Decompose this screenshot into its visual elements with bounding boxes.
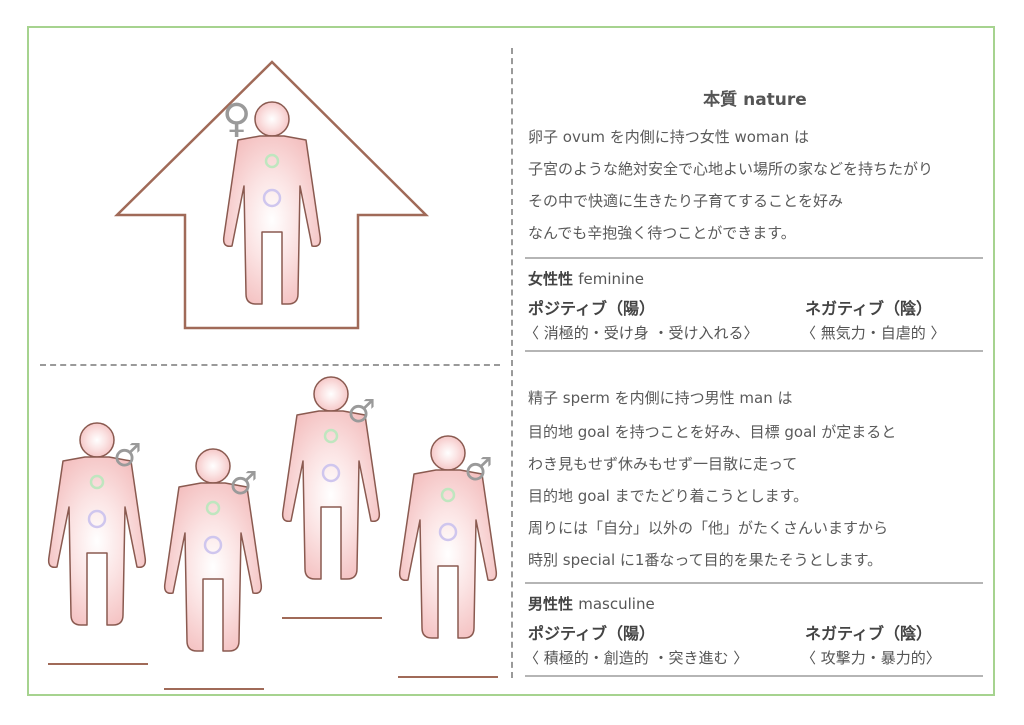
horizontal-divider xyxy=(40,364,500,366)
masculine-positive-label: ポジティブ（陽） xyxy=(528,624,656,643)
female-symbol-icon: ♀ xyxy=(222,96,252,142)
female-text-line: 子宮のような絶対安全で心地よい場所の家などを持ちたがり xyxy=(528,160,934,178)
divider-rule xyxy=(525,257,983,259)
male-symbol-icon: ♂ xyxy=(464,450,493,488)
nature-title: 本質 nature xyxy=(703,90,807,110)
female-text-line: 卵子 ovum を内側に持つ女性 woman は xyxy=(528,128,810,146)
male-symbol-icon: ♂ xyxy=(229,464,258,502)
male-symbol-icon: ♂ xyxy=(113,436,142,474)
male-text-line: わき見もせず休みもせず一目散に走って xyxy=(528,455,798,473)
male-text-line: 周りには「自分」以外の「他」がたくさんいますから xyxy=(528,519,889,537)
page-frame xyxy=(27,26,995,696)
feminine-positive-label: ポジティブ（陽） xyxy=(528,299,656,318)
divider-rule xyxy=(525,582,983,584)
feminine-positive-values: 〈 消極的・受け身 ・受け入れる〉 xyxy=(524,324,759,342)
male-text-line: 目的地 goal までたどり着こうとします。 xyxy=(528,487,809,505)
divider-rule xyxy=(525,675,983,677)
male-text-line: 時別 special に1番なって目的を果たそうとします。 xyxy=(528,551,883,569)
feminine-heading: 女性性 feminine xyxy=(528,270,644,288)
male-text-line: 精子 sperm を内側に持つ男性 man は xyxy=(528,389,793,407)
feminine-negative-label: ネガティブ（陰） xyxy=(805,299,933,318)
masculine-negative-label: ネガティブ（陰） xyxy=(805,624,933,643)
male-symbol-icon: ♂ xyxy=(347,392,376,430)
vertical-divider xyxy=(511,48,513,678)
house-outline xyxy=(113,60,430,330)
masculine-heading: 男性性 masculine xyxy=(528,595,655,613)
masculine-negative-values: 〈 攻撃力・暴力的〉 xyxy=(801,649,941,667)
divider-rule xyxy=(525,350,983,352)
masculine-positive-values: 〈 積極的・創造的 ・突き進む 〉 xyxy=(524,649,749,667)
female-text-line: その中で快適に生きたり子育てすることを好み xyxy=(528,192,844,210)
female-text-line: なんでも辛抱強く待つことができます。 xyxy=(528,224,796,242)
feminine-negative-values: 〈 無気力・自虐的 〉 xyxy=(801,324,946,342)
male-text-line: 目的地 goal を持つことを好み、目標 goal が定まると xyxy=(528,423,897,441)
